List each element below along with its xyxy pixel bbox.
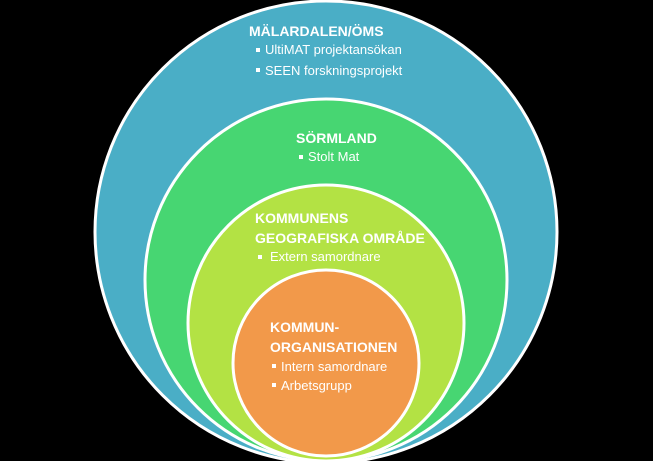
inner-level-item: Intern samordnare: [281, 359, 387, 374]
outer-level-item: UltiMAT projektansökan: [265, 42, 402, 57]
bullet-icon: [272, 364, 276, 368]
inner-level-label: KOMMUN- ORGANISATIONEN Intern samordnare…: [270, 319, 397, 393]
bullet-icon: [256, 48, 260, 52]
bullet-icon: [256, 68, 260, 72]
outer-level-title: MÄLARDALEN/ÖMS: [249, 23, 384, 39]
third-level-title-line: KOMMUNENS: [255, 210, 348, 226]
second-level-item: Stolt Mat: [308, 149, 360, 164]
second-level-label: SÖRMLAND Stolt Mat: [296, 130, 377, 164]
inner-level-title-line: KOMMUN-: [270, 319, 340, 335]
bullet-icon: [258, 255, 262, 259]
outer-level-label: MÄLARDALEN/ÖMS UltiMAT projektansökan SE…: [249, 23, 403, 78]
third-level-title-line: GEOGRAFISKA OMRÅDE: [255, 230, 425, 246]
inner-level-item: Arbetsgrupp: [281, 378, 352, 393]
inner-circle: [231, 268, 421, 458]
third-level-label: KOMMUNENS GEOGRAFISKA OMRÅDE Extern samo…: [255, 210, 425, 264]
bullet-icon: [272, 383, 276, 387]
outer-level-item: SEEN forskningsprojekt: [265, 63, 403, 78]
third-level-item: Extern samordnare: [270, 249, 381, 264]
bullet-icon: [299, 155, 303, 159]
second-level-title: SÖRMLAND: [296, 130, 377, 146]
inner-level-title-line: ORGANISATIONEN: [270, 339, 397, 355]
